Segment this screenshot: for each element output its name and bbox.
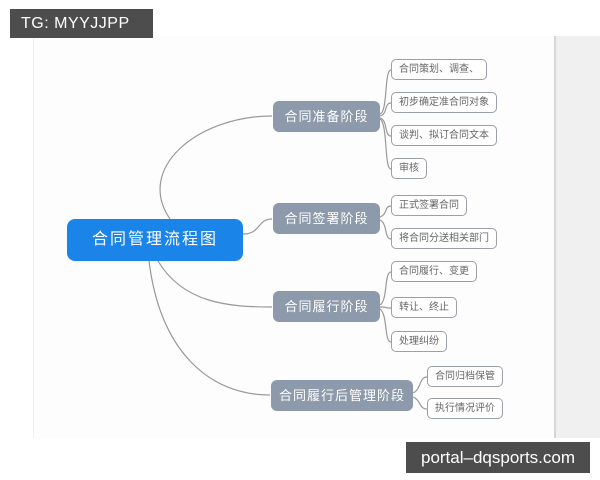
branch-node-post-management: 合同履行后管理阶段 bbox=[271, 380, 413, 411]
child-node-identify-counterparty: 初步确定准合同对象 bbox=[391, 92, 497, 113]
bottom-right-watermark-text: portal–dqsports.com bbox=[420, 447, 576, 467]
bottom-right-watermark: portal–dqsports.com bbox=[406, 442, 590, 473]
child-node-distribute-departments: 将合同分送相关部门 bbox=[391, 228, 497, 249]
branch-node-preparation: 合同准备阶段 bbox=[273, 101, 380, 132]
branch-node-performance: 合同履行阶段 bbox=[273, 291, 380, 322]
page-right-margin bbox=[556, 36, 600, 438]
child-node-perform-modify: 合同履行、变更 bbox=[391, 261, 477, 282]
child-node-negotiate-draft: 谈判、拟订合同文本 bbox=[391, 125, 497, 146]
page-edge-divider bbox=[554, 36, 556, 438]
child-node-archive-custody: 合同归档保管 bbox=[427, 366, 503, 387]
root-node: 合同管理流程图 bbox=[67, 219, 243, 261]
child-node-transfer-terminate: 转让、终止 bbox=[391, 297, 457, 318]
child-node-formal-signing: 正式签署合同 bbox=[391, 195, 467, 216]
top-left-watermark: TG: MYYJJPP bbox=[10, 9, 153, 38]
branch-node-signing: 合同签署阶段 bbox=[273, 203, 380, 234]
child-node-review: 审核 bbox=[391, 158, 427, 179]
child-node-execution-evaluation: 执行情况评价 bbox=[427, 398, 503, 419]
top-left-watermark-text: TG: MYYJJPP bbox=[21, 14, 130, 32]
child-node-handle-disputes: 处理纠纷 bbox=[391, 331, 447, 352]
child-node-planning-investigation: 合同策划、调查、 bbox=[391, 59, 487, 80]
